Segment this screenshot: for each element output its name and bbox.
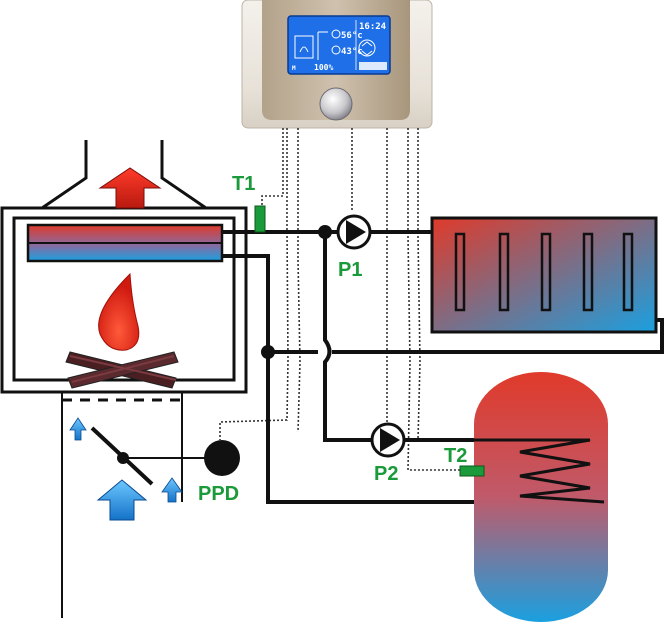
lcd-percent: 100% <box>314 63 333 72</box>
label-p2: P2 <box>374 463 398 485</box>
radiator-fin-3 <box>540 232 552 312</box>
radiator-fin-2 <box>498 232 510 312</box>
air-inlet-arrow-small-icon <box>69 417 87 441</box>
air-inlet-arrow-large-icon <box>96 479 148 521</box>
label-t1: T1 <box>232 173 255 195</box>
pump-p1-icon <box>336 214 372 250</box>
lcd-temp-boiler: 56°c <box>341 31 363 41</box>
pump-p2-icon <box>370 422 406 458</box>
wire-ppd <box>219 128 289 440</box>
radiator-fin-1 <box>454 232 466 312</box>
wire-t2 <box>407 128 460 471</box>
wire-t1 <box>261 128 284 208</box>
t1-sensor-icon <box>254 205 266 233</box>
lcd-boiler-icon <box>294 31 328 60</box>
control-knob[interactable] <box>319 87 353 121</box>
tank-supply-pipe <box>323 232 478 442</box>
return-pipe-main <box>222 254 604 504</box>
air-inlet-arrow-right-icon <box>161 477 183 503</box>
lcd-clock: 16:24 <box>359 22 387 32</box>
air-duct-outline <box>61 392 183 618</box>
lcd-pump-icon <box>331 29 376 57</box>
radiator-body <box>430 216 658 334</box>
junction-return <box>261 345 275 359</box>
chimney-outline <box>41 140 207 210</box>
logs-icon <box>65 351 179 389</box>
boiler <box>0 140 248 618</box>
t2-sensor-icon <box>459 465 485 477</box>
lcd-screen <box>287 15 391 75</box>
wire-fan <box>297 128 301 433</box>
controller-unit: 56°c 43°c 16:24 100% M <box>241 0 433 129</box>
ppd-fan-icon <box>204 440 240 476</box>
label-t2: T2 <box>444 445 467 467</box>
radiator-fin-5 <box>622 232 634 312</box>
radiator <box>430 216 658 334</box>
junction-supply <box>318 225 332 239</box>
lcd-temp-tank: 43°c <box>341 47 363 57</box>
exhaust-arrow-icon <box>98 167 162 209</box>
radiator-fin-4 <box>582 232 594 312</box>
lcd-mode: M <box>292 65 296 72</box>
lcd-brand-logo <box>359 62 387 70</box>
hot-water-tank <box>459 372 608 622</box>
flame-icon <box>98 272 140 351</box>
label-ppd: PPD <box>198 483 239 505</box>
tank-coil <box>474 438 605 504</box>
label-p1: P1 <box>338 259 362 281</box>
radiator-return-pipe <box>268 318 664 354</box>
